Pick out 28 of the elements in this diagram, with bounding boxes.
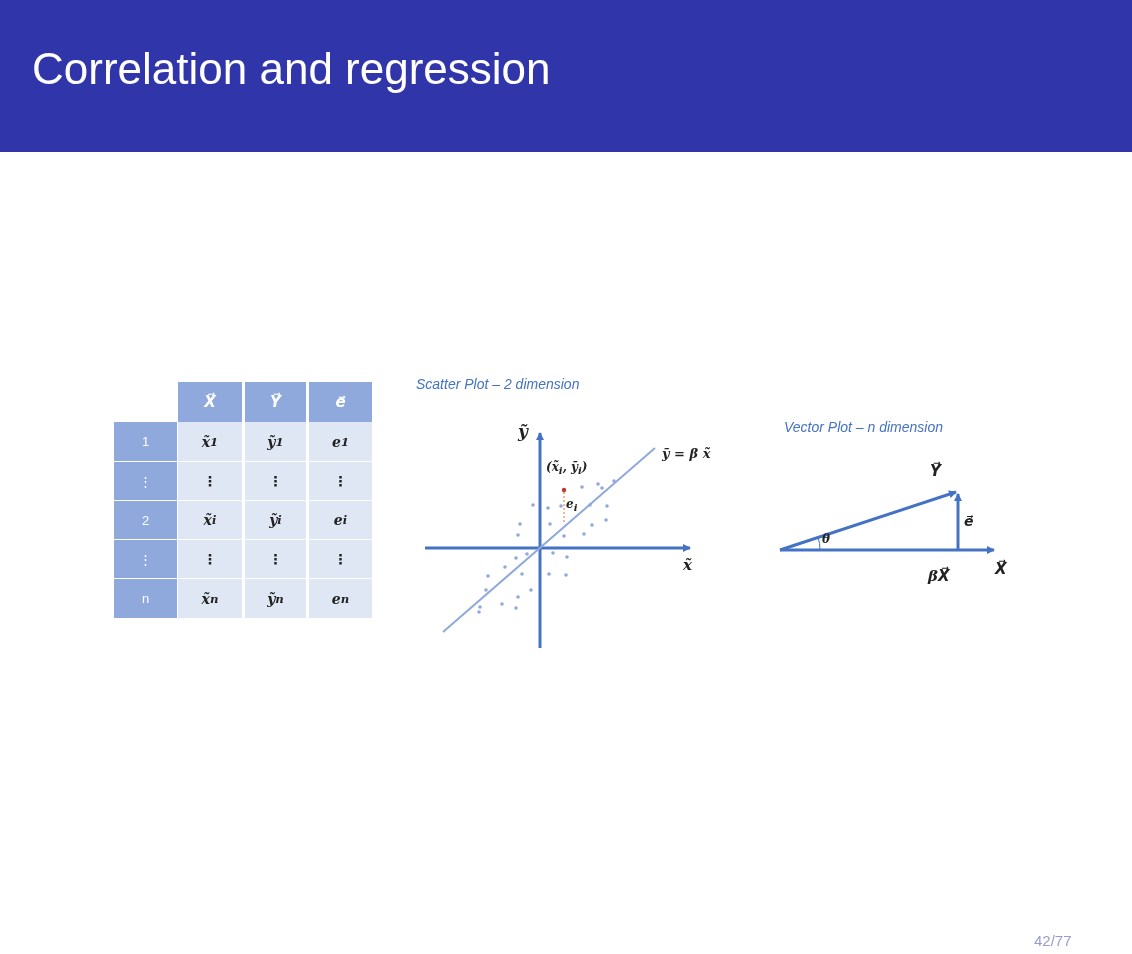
row-header-cell: n <box>114 579 177 618</box>
row-header-cell: 2 <box>114 501 177 539</box>
vector-label: e⃗ <box>964 513 974 529</box>
column-header-cell: X⃗ <box>178 382 242 422</box>
residual-label: e$_{i}$ <box>566 497 578 514</box>
row-header-cell: ⋮ <box>114 462 177 500</box>
vector-label: Y⃗ <box>930 462 941 480</box>
table-cell: ⋮ <box>245 540 306 578</box>
column-header-cell: Y⃗ <box>245 382 306 422</box>
vector-label: X⃗ <box>995 560 1007 578</box>
row-header-cell: 1 <box>114 422 177 461</box>
axis-label: ỹ <box>518 421 528 441</box>
point-label: (x̃$_{i}$, ỹ$_{i}$) <box>546 460 588 477</box>
vector-label: βX⃗ <box>928 567 950 585</box>
table-cell: ⋮ <box>309 462 372 500</box>
page-number: 42/77 <box>1034 932 1072 949</box>
equation-label: ỹ = β x̃ <box>662 446 711 461</box>
row-header-cell: ⋮ <box>114 540 177 578</box>
axis-label: x̃ <box>683 556 692 574</box>
table-cell: ⋮ <box>245 462 306 500</box>
table-cell: ⋮ <box>178 462 242 500</box>
plot-title: Vector Plot – n dimension <box>784 419 943 435</box>
angle-label: θ <box>822 532 830 546</box>
slide-title: Correlation and regression <box>32 44 551 94</box>
plot-title: Scatter Plot – 2 dimension <box>416 376 580 392</box>
table-cell: ⋮ <box>309 540 372 578</box>
column-header-cell: e⃗ <box>309 382 372 422</box>
table-cell: ⋮ <box>178 540 242 578</box>
